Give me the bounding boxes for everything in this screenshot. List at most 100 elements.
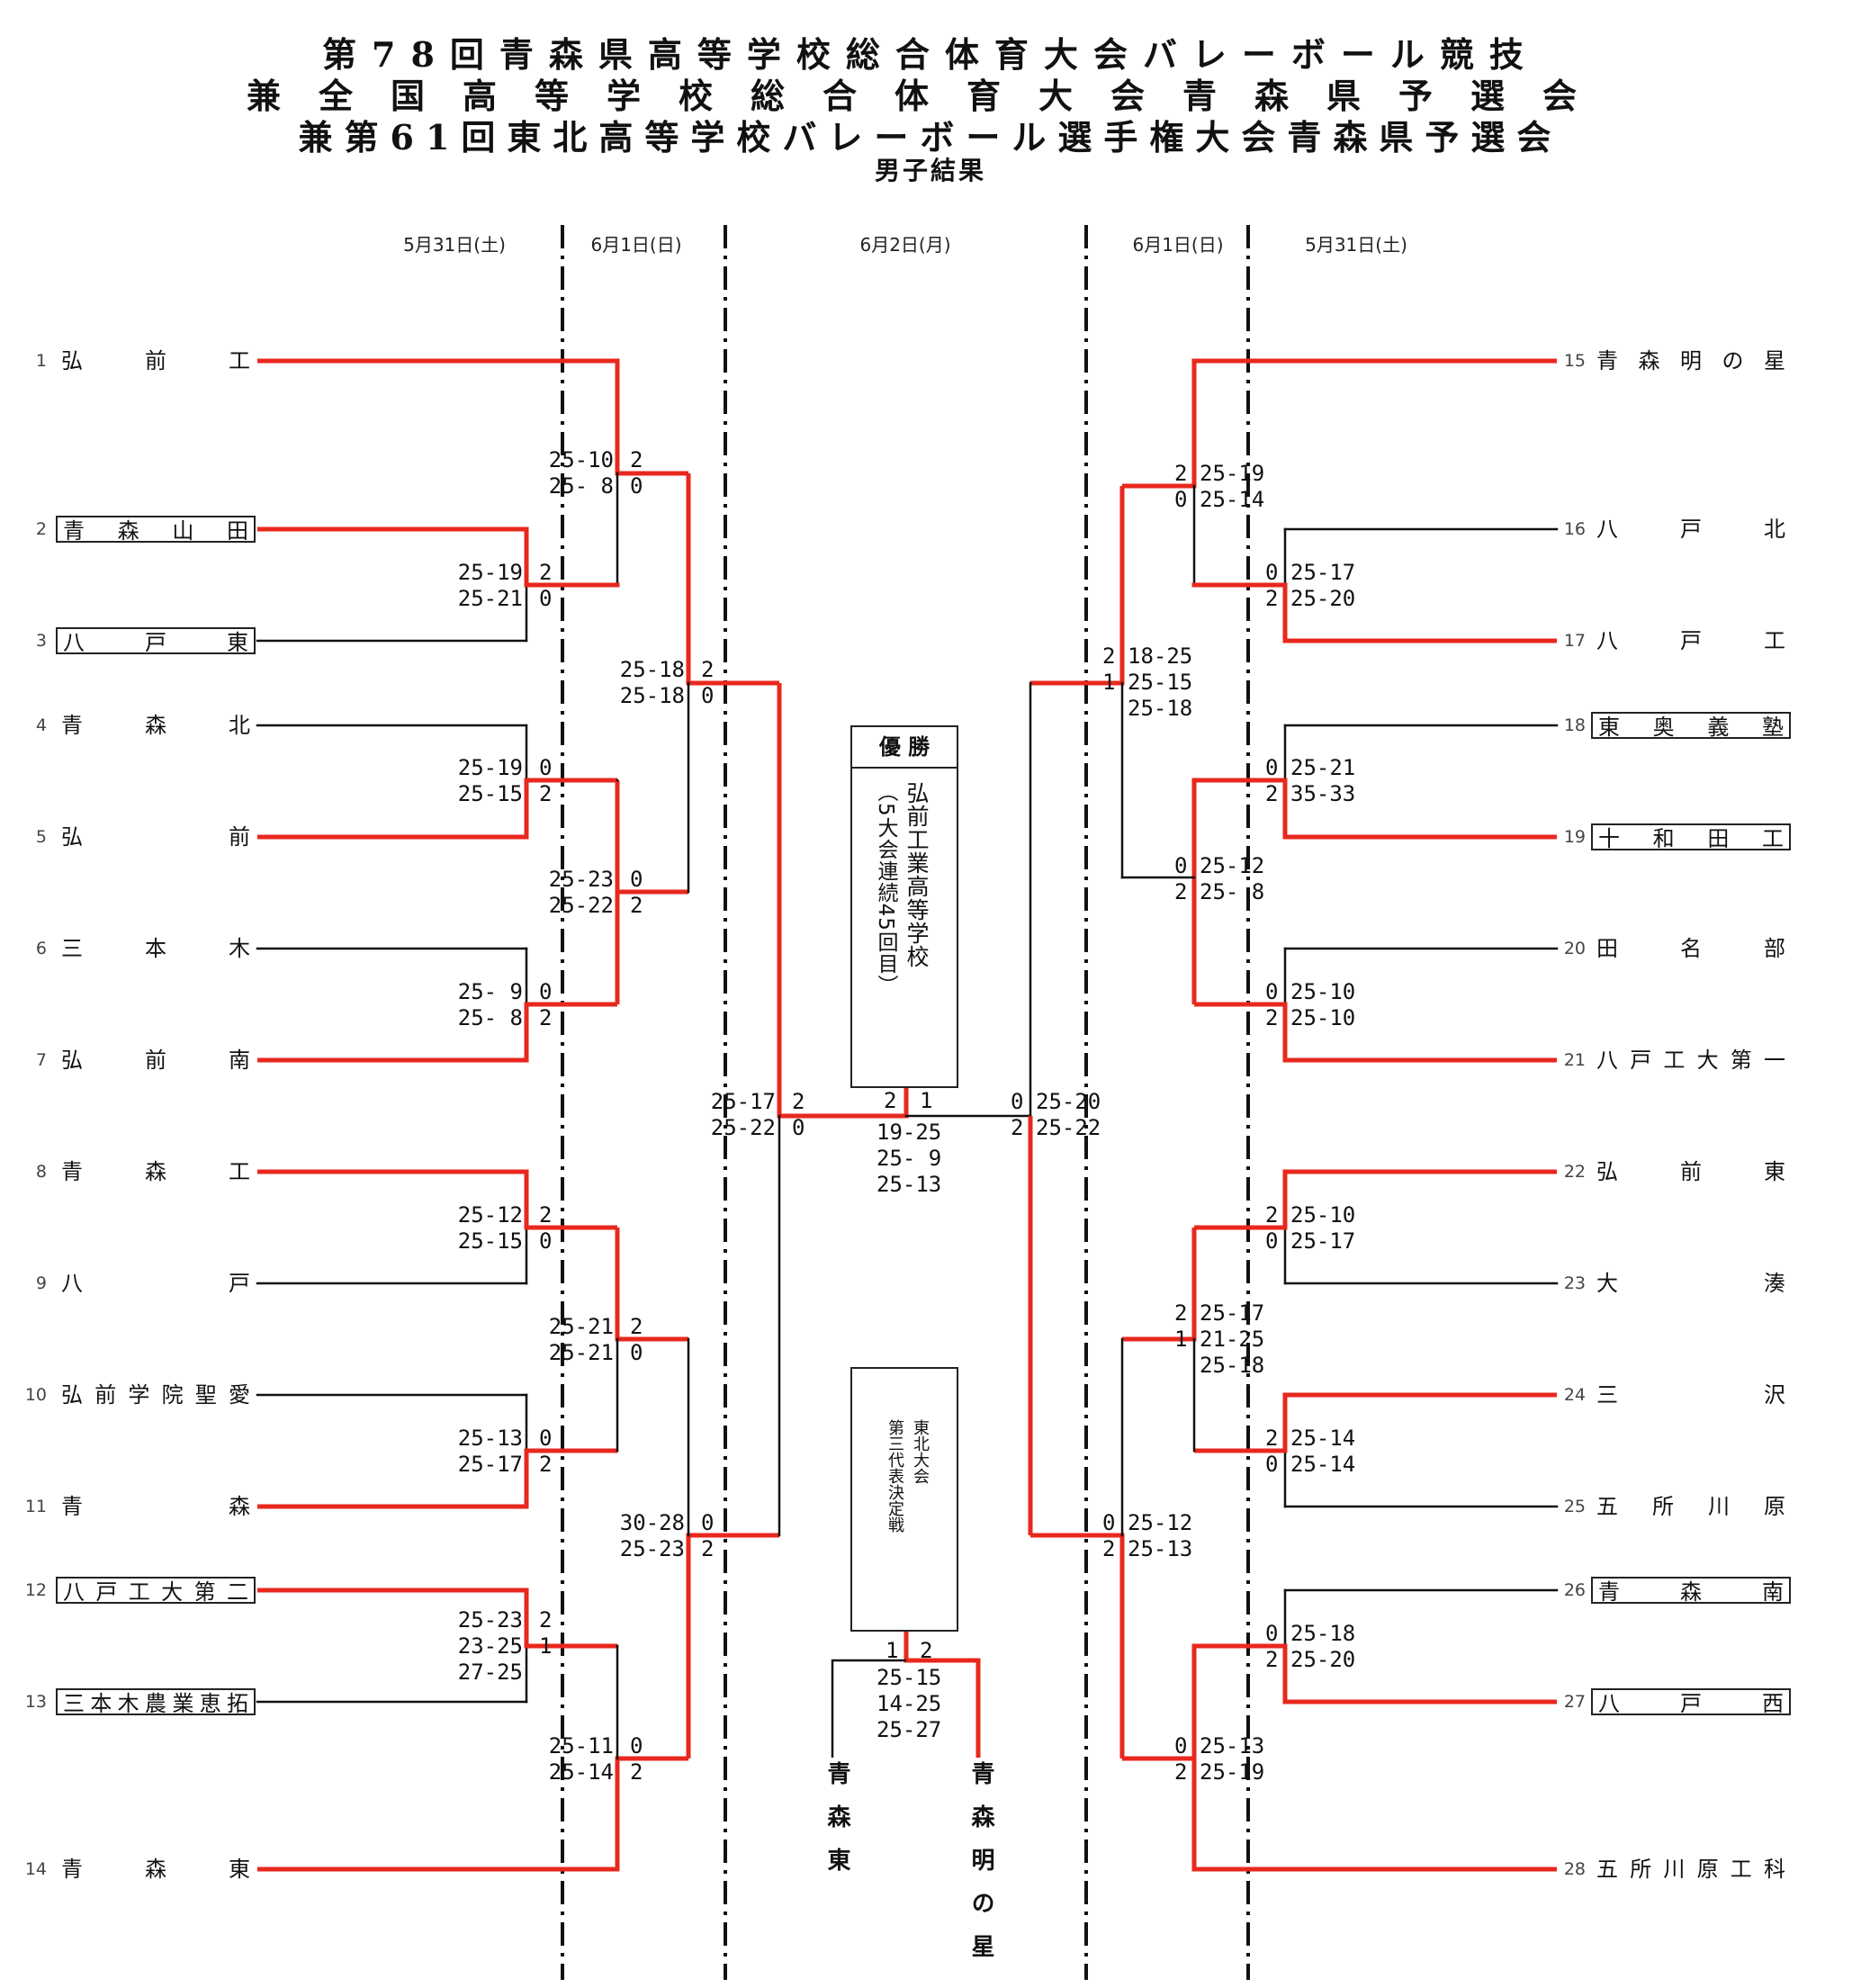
team-name-20: 田名部 bbox=[1591, 935, 1791, 962]
match-result-R3: 0 2 bbox=[1265, 979, 1279, 1030]
match-sets-R9: 25-17 21-25 25-18 bbox=[1200, 1300, 1265, 1378]
team-name-char: 森 bbox=[1680, 1579, 1702, 1605]
team-number: 2 bbox=[35, 519, 47, 539]
team-name-char: 田 bbox=[1596, 936, 1618, 961]
team-number: 4 bbox=[35, 715, 47, 735]
match-sets-L11: 25-18 25-18 bbox=[619, 657, 685, 708]
match-result-L9: 2 0 bbox=[630, 1314, 643, 1365]
team-name-char: 青 bbox=[63, 518, 85, 544]
match-sets-L6: 25-23 23-25 27-25 bbox=[457, 1607, 523, 1685]
team-name-char: 十 bbox=[1598, 826, 1620, 851]
team-name-11: 青森 bbox=[56, 1493, 256, 1520]
match-result-L10: 0 2 bbox=[630, 1733, 643, 1785]
team-name-char: 木 bbox=[117, 1691, 139, 1716]
team-name-char: 工 bbox=[1761, 826, 1784, 851]
team-name-char: の bbox=[1722, 348, 1744, 373]
team-name-char: 八 bbox=[63, 1579, 85, 1605]
match-sets-R1: 25-17 25-20 bbox=[1290, 560, 1356, 611]
team-name-char: 川 bbox=[1708, 1494, 1730, 1519]
match-sets-R3: 25-10 25-10 bbox=[1290, 979, 1356, 1030]
final-right-score: 1 bbox=[920, 1088, 933, 1113]
match-sets-R7: 25-19 25-14 bbox=[1200, 461, 1265, 512]
team-name-char: 弘 bbox=[1596, 1159, 1618, 1184]
third-loser-path bbox=[831, 1659, 906, 1758]
team-name-17: 八戸工 bbox=[1591, 627, 1791, 654]
winner-path-15 bbox=[1122, 358, 1557, 489]
team-name-18: 東奥義塾 bbox=[1591, 712, 1791, 740]
team-name-char: 青 bbox=[61, 1494, 83, 1519]
team-number: 23 bbox=[1563, 1273, 1586, 1293]
team-name-char: 大 bbox=[161, 1579, 184, 1605]
team-name-char: 業 bbox=[172, 1691, 194, 1716]
team-name-char: 前 bbox=[1680, 1159, 1702, 1184]
team-number: 18 bbox=[1563, 715, 1586, 735]
team-name-char: 前 bbox=[145, 1048, 166, 1073]
team-number: 7 bbox=[35, 1050, 47, 1070]
team-name-char: 三 bbox=[1596, 1382, 1618, 1408]
match-result-L8: 0 2 bbox=[630, 867, 643, 918]
match-sets-L5: 25-13 25-17 bbox=[457, 1426, 523, 1477]
date-right-round2: 6月1日(日) bbox=[1132, 234, 1224, 256]
third-place-box: 東北大会 第三代表決定戦 bbox=[850, 1367, 958, 1632]
match-sets-R4: 25-10 25-17 bbox=[1290, 1202, 1356, 1254]
team-name-char: 沢 bbox=[1764, 1382, 1785, 1408]
winner-path-5 bbox=[615, 780, 688, 895]
team-name-char: 工 bbox=[1730, 1857, 1752, 1882]
match-sets-L3: 25- 9 25- 8 bbox=[457, 979, 523, 1030]
date-final: 6月2日(月) bbox=[859, 234, 951, 256]
team-name-21: 八戸工大第一 bbox=[1591, 1047, 1791, 1074]
team-name-3: 八戸東 bbox=[56, 627, 256, 655]
team-name-char: 南 bbox=[229, 1048, 250, 1073]
team-name-char: 前 bbox=[229, 824, 250, 850]
match-sets-R11: 18-25 25-15 25-18 bbox=[1128, 643, 1193, 721]
team-number: 13 bbox=[24, 1692, 47, 1712]
team-name-char: 部 bbox=[1764, 936, 1785, 961]
team-name-char: 八 bbox=[1596, 517, 1618, 542]
team-name-char: 愛 bbox=[228, 1382, 250, 1408]
team-name-char: 八 bbox=[1598, 1691, 1620, 1716]
team-name-char: 森 bbox=[1638, 348, 1660, 373]
final-left-score: 2 bbox=[884, 1088, 897, 1113]
team-number: 6 bbox=[35, 939, 47, 958]
third-place-sets: 25-15 14-25 25-27 bbox=[877, 1665, 942, 1742]
winner-path-22 bbox=[1194, 1169, 1557, 1230]
team-name-char: 青 bbox=[1598, 1579, 1620, 1605]
team-name-char: 工 bbox=[229, 348, 250, 373]
team-name-7: 弘前南 bbox=[56, 1047, 256, 1074]
team-name-char: 明 bbox=[1680, 348, 1702, 373]
team-name-char: 南 bbox=[1762, 1579, 1784, 1605]
team-name-23: 大湊 bbox=[1591, 1270, 1791, 1297]
team-name-12: 八戸工大第二 bbox=[56, 1577, 256, 1605]
winner-path-14b bbox=[686, 1533, 779, 1759]
title-line-3: 兼第61回東北高等学校バレーボール選手権大会青森県予選会 bbox=[298, 117, 1563, 157]
team-number: 1 bbox=[35, 351, 47, 371]
team-number: 24 bbox=[1563, 1385, 1586, 1405]
team-name-26: 青森南 bbox=[1591, 1577, 1791, 1605]
team-name-char: 所 bbox=[1630, 1857, 1652, 1882]
match-result-R9: 2 1 bbox=[1174, 1300, 1188, 1352]
team-name-char: 山 bbox=[172, 518, 194, 544]
winner-path-1b bbox=[686, 473, 779, 686]
team-number: 5 bbox=[35, 827, 47, 847]
third-left-score: 1 bbox=[886, 1638, 899, 1663]
team-name-char: 奥 bbox=[1652, 715, 1675, 740]
team-name-13: 三本木農業恵拓 bbox=[56, 1688, 256, 1716]
team-number: 19 bbox=[1563, 827, 1586, 847]
team-name-char: 青 bbox=[61, 1857, 83, 1882]
match-result-L7: 2 0 bbox=[630, 447, 643, 499]
team-name-char: 科 bbox=[1763, 1857, 1785, 1882]
winner-path-21 bbox=[1194, 1002, 1557, 1063]
team-name-char: 院 bbox=[161, 1382, 184, 1408]
team-name-char: 学 bbox=[128, 1382, 150, 1408]
match-result-R5: 2 0 bbox=[1265, 1426, 1279, 1477]
team-name-char: 西 bbox=[1762, 1691, 1784, 1716]
team-number: 27 bbox=[1563, 1692, 1586, 1712]
match-sets-L9: 25-21 25-21 bbox=[548, 1314, 614, 1365]
team-name-char: 原 bbox=[1696, 1857, 1719, 1882]
team-name-char: 大 bbox=[1596, 1271, 1618, 1296]
team-name-char: 弘 bbox=[61, 1382, 83, 1408]
team-number: 12 bbox=[24, 1580, 47, 1600]
team-name-19: 十和田工 bbox=[1591, 823, 1791, 851]
team-name-char: 森 bbox=[145, 1159, 166, 1184]
